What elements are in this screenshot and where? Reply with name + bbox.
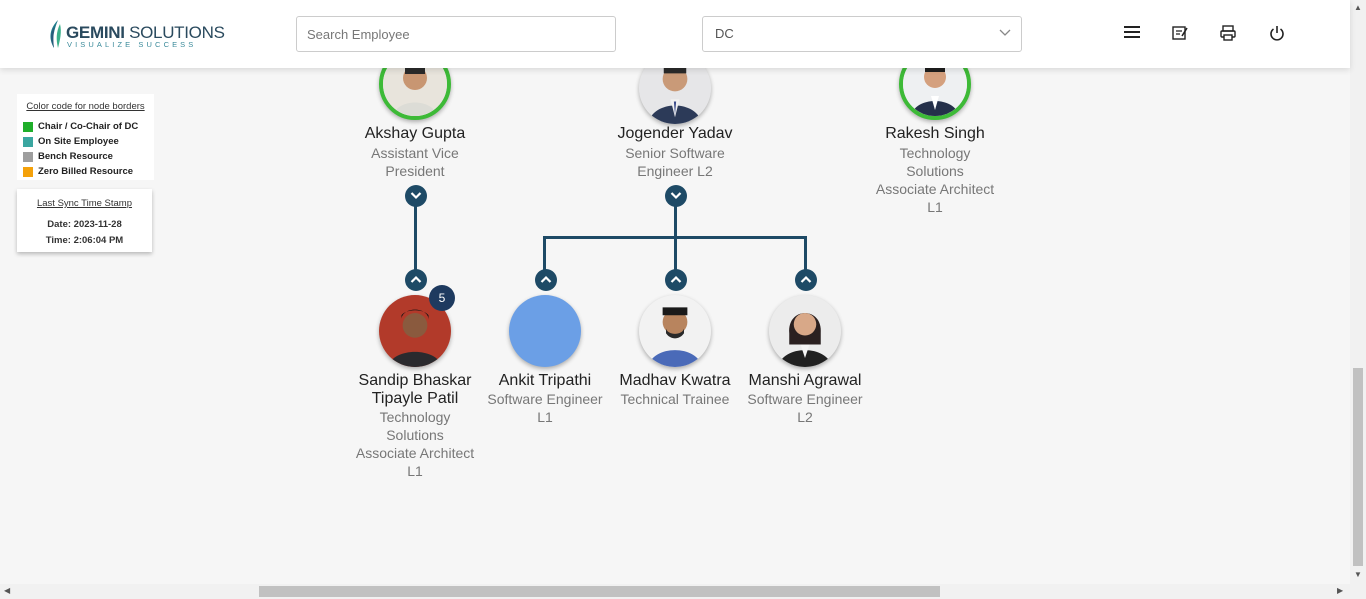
top-header: GEMINI SOLUTIONS VISUALIZE SUCCESS DC [0,0,1350,68]
chevron-down-icon [999,29,1011,36]
sync-timestamp-panel: Last Sync Time Stamp Date: 2023-11-28 Ti… [17,189,152,252]
color-swatch [23,121,33,132]
expand-parent-toggle[interactable] [405,269,427,291]
department-select[interactable]: DC [702,16,1022,52]
expand-parent-toggle[interactable] [665,269,687,291]
gemini-logo[interactable]: GEMINI SOLUTIONS VISUALIZE SUCCESS [46,16,225,52]
power-icon[interactable] [1268,24,1288,44]
horizontal-scrollbar[interactable]: ◀ ▶ [0,584,1350,599]
connector-line [543,236,807,239]
horizontal-scroll-thumb[interactable] [259,586,940,597]
chevron-up-icon [540,275,552,283]
sync-title: Last Sync Time Stamp [36,198,133,209]
collapse-toggle[interactable] [405,185,427,207]
node-title: Technical Trainee [620,391,730,407]
legend-item: Bench Resource [23,149,148,164]
legend-item: On Site Employee [23,134,148,149]
leaf-logo-icon [50,20,61,48]
avatar-manshi-agrawal[interactable] [769,295,841,367]
reportee-count-badge[interactable]: 5 [429,285,455,311]
scroll-up-arrow-icon[interactable]: ▲ [1354,3,1362,12]
chevron-up-icon [410,275,422,283]
connector-line [414,196,417,280]
node-name: Rakesh Singh [885,125,985,142]
notes-icon[interactable] [1171,24,1191,44]
color-swatch [23,136,33,147]
node-name: Madhav Kwatra [619,372,731,389]
search-employee-input[interactable] [296,16,616,52]
avatar-jogender-yadav[interactable] [639,68,711,124]
node-name: Manshi Agrawal [748,372,862,389]
brand-tagline: VISUALIZE SUCCESS [67,40,197,49]
avatar-ankit-tripathi[interactable] [509,295,581,367]
connector-line [804,236,807,280]
vertical-scrollbar[interactable]: ▲ ▼ [1350,0,1366,584]
scroll-left-arrow-icon[interactable]: ◀ [4,586,11,595]
menu-icon[interactable] [1123,24,1143,44]
node-name: Ankit Tripathi [498,372,592,389]
legend-title: Color code for node borders [26,101,145,112]
vertical-scroll-thumb[interactable] [1353,368,1363,566]
expand-parent-toggle[interactable] [795,269,817,291]
brand-name: GEMINI SOLUTIONS [66,23,225,42]
scroll-down-arrow-icon[interactable]: ▼ [1354,570,1362,579]
avatar-akshay-gupta[interactable] [379,68,451,120]
chevron-down-icon [670,192,682,200]
collapse-toggle[interactable] [665,185,687,207]
avatar-rakesh-singh[interactable] [899,68,971,120]
chevron-up-icon [800,275,812,283]
sync-date: Date: 2023-11-28 [47,219,122,230]
border-color-legend: Color code for node borders Chair / Co-C… [17,94,154,180]
expand-parent-toggle[interactable] [535,269,557,291]
node-name: Akshay Gupta [364,125,466,142]
legend-item: Zero Billed Resource [23,164,148,179]
node-name: Jogender Yadav [617,125,733,142]
legend-item: Chair / Co-Chair of DC [23,119,148,134]
sync-time: Time: 2:06:04 PM [45,235,124,246]
color-swatch [23,166,33,177]
color-swatch [23,151,33,162]
avatar-madhav-kwatra[interactable] [639,295,711,367]
print-icon[interactable] [1219,24,1239,44]
department-select-value: DC [715,26,734,41]
chevron-down-icon [410,192,422,200]
scrollbar-corner [1350,584,1366,599]
connector-line [543,236,546,280]
scroll-right-arrow-icon[interactable]: ▶ [1337,586,1344,595]
chevron-up-icon [670,275,682,283]
